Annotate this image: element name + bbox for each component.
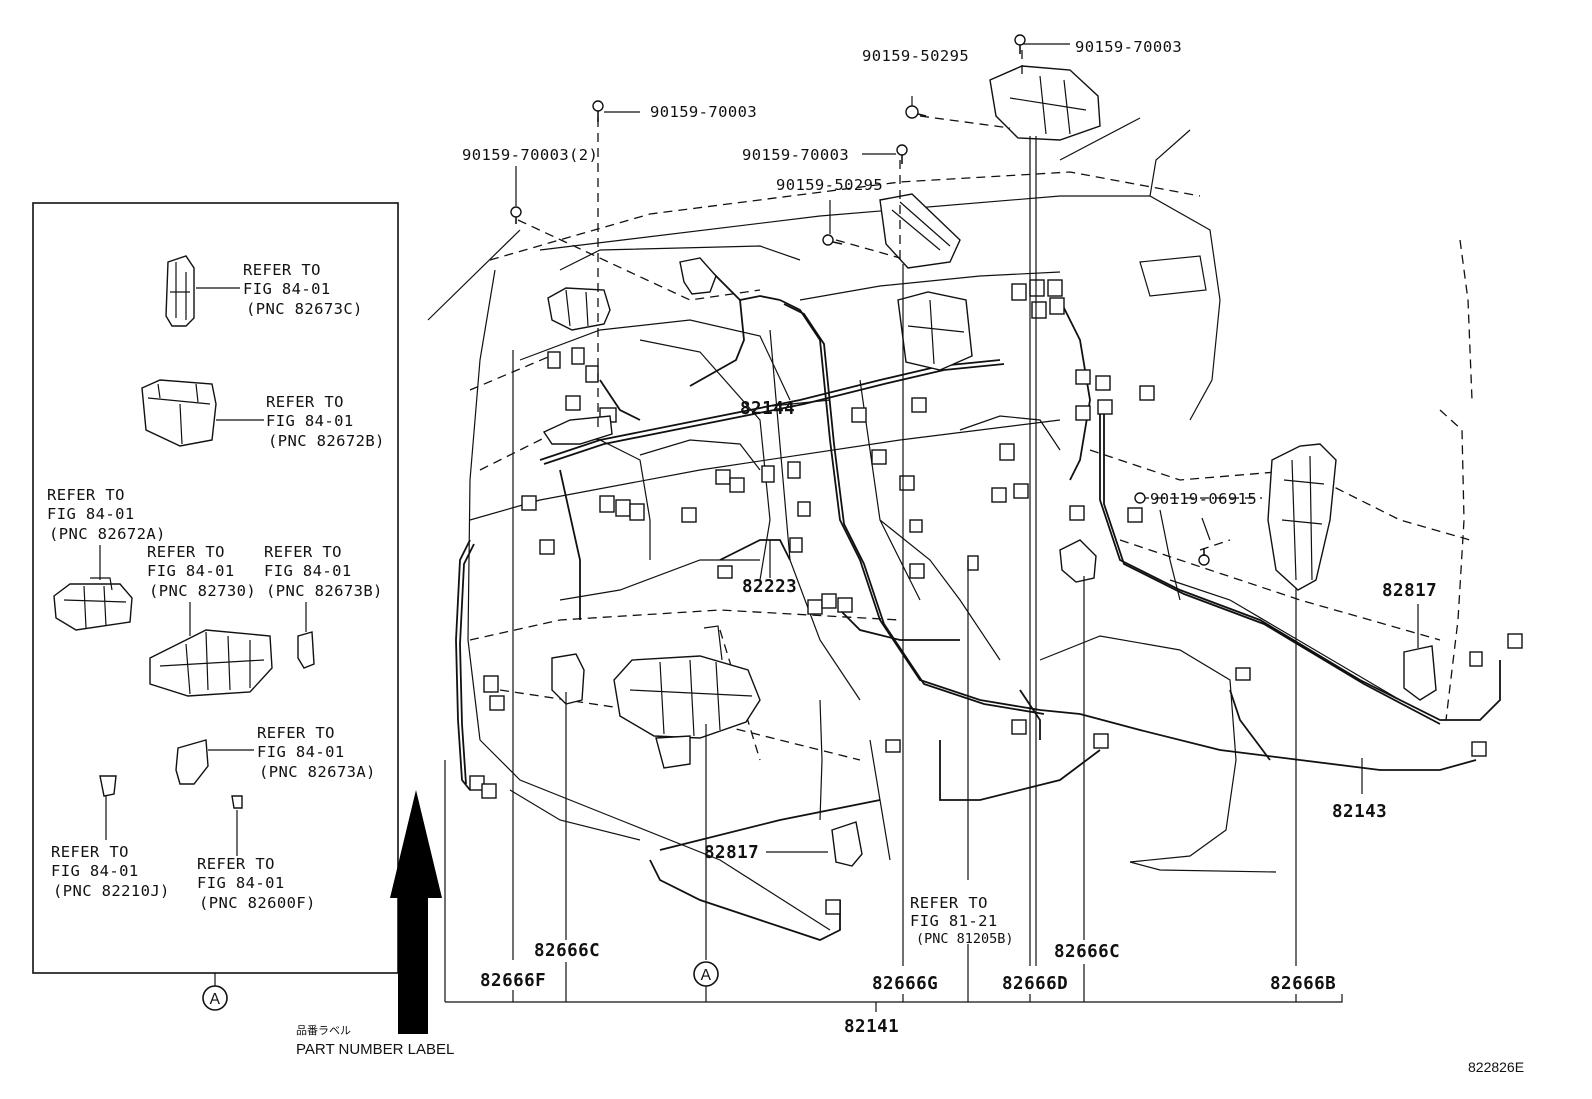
part-number-label-jp: 品番ラベル <box>296 1024 351 1037</box>
part-label-82666d: 82666D <box>1002 974 1068 994</box>
part-label-82143: 82143 <box>1332 802 1387 822</box>
inset-bracket-82673a <box>175 739 254 785</box>
bolt-label-90119-06915: 90119-06915 <box>1150 490 1257 508</box>
bolt-icon <box>1198 548 1210 566</box>
part-label-82144: 82144 <box>740 399 795 419</box>
svg-text:FIG 81-21: FIG 81-21 <box>910 912 998 930</box>
svg-text:(PNC 82672B): (PNC 82672B) <box>268 432 385 450</box>
inset-junction-block-82730 <box>149 602 273 697</box>
inset-ref-82210j: REFER TO FIG 84-01 (PNC 82210J) <box>51 843 170 900</box>
part-label-82666g: 82666G <box>872 974 938 994</box>
bolt-icons <box>510 34 1210 566</box>
inset-clip-82673c <box>165 255 240 327</box>
svg-text:(PNC 82210J): (PNC 82210J) <box>53 882 170 900</box>
part-labels: 82144 82223 82817 82817 82143 82666C 826… <box>480 399 1437 1037</box>
inset-connector-82210j <box>99 775 117 840</box>
svg-text:REFER TO: REFER TO <box>264 543 342 561</box>
part-number-label-arrow: 品番ラベル PART NUMBER LABEL <box>296 790 454 1058</box>
bolt-icon <box>822 234 843 246</box>
inset-clip-82673b <box>297 602 315 669</box>
part-label-82666c: 82666C <box>1054 942 1120 962</box>
bolt-icon <box>1014 34 1026 54</box>
part-label-82141: 82141 <box>844 1017 899 1037</box>
svg-text:A: A <box>701 967 712 984</box>
bolt-label-90159-70003: 90159-70003 <box>742 146 849 164</box>
svg-text:REFER TO: REFER TO <box>910 894 988 912</box>
bolt-label-90159-70003: 90159-70003 <box>1075 38 1182 56</box>
inset-ref-82673c: REFER TO FIG 84-01 (PNC 82673C) <box>243 261 363 318</box>
part-label-82817: 82817 <box>1382 581 1437 601</box>
svg-text:(PNC 82673A): (PNC 82673A) <box>259 763 376 781</box>
part-label-82817: 82817 <box>704 843 759 863</box>
svg-text:REFER TO: REFER TO <box>243 261 321 279</box>
svg-text:REFER TO: REFER TO <box>197 855 275 873</box>
inset-clip-82600f <box>231 795 243 856</box>
svg-text:FIG 84-01: FIG 84-01 <box>257 743 345 761</box>
svg-text:REFER TO: REFER TO <box>147 543 225 561</box>
svg-text:(PNC 82673B): (PNC 82673B) <box>266 582 383 600</box>
bolt-label-90159-70003: 90159-70003 <box>650 103 757 121</box>
svg-text:FIG 84-01: FIG 84-01 <box>47 505 135 523</box>
main-ref-81205b: REFER TO FIG 81-21 (PNC 81205B) <box>910 894 1014 947</box>
bolt-label-90159-50295: 90159-50295 <box>776 176 883 194</box>
svg-text:FIG 84-01: FIG 84-01 <box>264 562 352 580</box>
harness-wires <box>455 259 1501 941</box>
svg-text:FIG 84-01: FIG 84-01 <box>197 874 285 892</box>
harness-connectors <box>469 65 1523 915</box>
svg-text:REFER TO: REFER TO <box>51 843 129 861</box>
svg-text:(PNC 82673C): (PNC 82673C) <box>246 300 363 318</box>
callout-circle-a: A <box>693 961 719 987</box>
bolt-labels: 90159-70003 90159-50295 90159-70003 9015… <box>462 38 1257 508</box>
bolt-icon <box>592 100 604 122</box>
bolt-icon <box>896 144 908 164</box>
svg-text:FIG 84-01: FIG 84-01 <box>243 280 331 298</box>
svg-text:REFER TO: REFER TO <box>266 393 344 411</box>
inset-marker-a: A <box>210 991 221 1008</box>
inset-ref-82730: REFER TO FIG 84-01 (PNC 82730) <box>147 543 256 600</box>
svg-text:FIG 84-01: FIG 84-01 <box>147 562 235 580</box>
svg-text:(PNC 81205B): (PNC 81205B) <box>916 931 1014 947</box>
bolt-icon <box>510 206 522 224</box>
part-number-label-text: PART NUMBER LABEL <box>296 1041 454 1058</box>
inset-block-82672a <box>53 545 133 631</box>
bolt-icon <box>1134 492 1146 504</box>
svg-text:FIG 84-01: FIG 84-01 <box>51 862 139 880</box>
bolt-label-90159-70003-2: 90159-70003(2) <box>462 146 598 164</box>
part-label-82223: 82223 <box>742 577 797 597</box>
svg-text:REFER TO: REFER TO <box>47 486 125 504</box>
inset-box-a: A <box>32 202 399 1011</box>
svg-text:(PNC 82672A): (PNC 82672A) <box>49 525 166 543</box>
svg-text:FIG 84-01: FIG 84-01 <box>266 412 354 430</box>
bolt-label-90159-50295: 90159-50295 <box>862 47 969 65</box>
svg-text:REFER TO: REFER TO <box>257 724 335 742</box>
vehicle-body-outline <box>427 117 1473 931</box>
inset-ref-82600f: REFER TO FIG 84-01 (PNC 82600F) <box>197 855 316 912</box>
inset-ref-82673a: REFER TO FIG 84-01 (PNC 82673A) <box>257 724 376 781</box>
part-label-82666c: 82666C <box>534 941 600 961</box>
part-label-82666b: 82666B <box>1270 974 1336 994</box>
inset-ref-82672b: REFER TO FIG 84-01 (PNC 82672B) <box>266 393 385 450</box>
inset-relay-82672b <box>141 379 264 447</box>
inset-ref-82673b: REFER TO FIG 84-01 (PNC 82673B) <box>264 543 383 600</box>
bolt-icon <box>905 105 927 119</box>
svg-text:(PNC 82730): (PNC 82730) <box>149 582 256 600</box>
leader-lines <box>444 43 1419 1012</box>
part-label-82666f: 82666F <box>480 971 546 991</box>
figure-code: 822826E <box>1468 1059 1524 1075</box>
inset-ref-82672a: REFER TO FIG 84-01 (PNC 82672A) <box>47 486 166 543</box>
svg-text:(PNC 82600F): (PNC 82600F) <box>199 894 316 912</box>
